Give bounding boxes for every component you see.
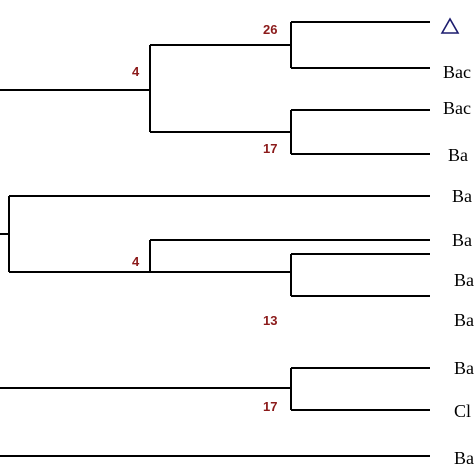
- leaf-label-9: Ba: [454, 358, 474, 378]
- tree-labels: 26 4 17 4 13 17 Bac Bac Ba Ba Ba Ba Ba B…: [132, 17, 474, 468]
- leaf-label-10: Cl: [454, 401, 471, 421]
- bootstrap-value-node-1: 26: [263, 22, 277, 37]
- leaf-label-5: Ba: [452, 186, 472, 206]
- leaf-label-6: Ba: [452, 230, 472, 250]
- bootstrap-value-node-5: 13: [263, 313, 277, 328]
- bootstrap-value-node-6: 17: [263, 399, 277, 414]
- leaf-label-11: Ba: [454, 448, 474, 468]
- leaf-label-7: Ba: [454, 270, 474, 290]
- bootstrap-value-node-3: 17: [263, 141, 277, 156]
- leaf-label-4: Ba: [448, 145, 468, 165]
- bootstrap-value-node-2: 4: [132, 64, 140, 79]
- tree-branches: [0, 21, 430, 457]
- leaf-label-2: Bac: [443, 62, 471, 82]
- open-triangle-icon: [440, 17, 460, 34]
- leaf-label-3: Bac: [443, 98, 471, 118]
- bootstrap-value-node-4: 4: [132, 254, 140, 269]
- leaf-label-8: Ba: [454, 310, 474, 330]
